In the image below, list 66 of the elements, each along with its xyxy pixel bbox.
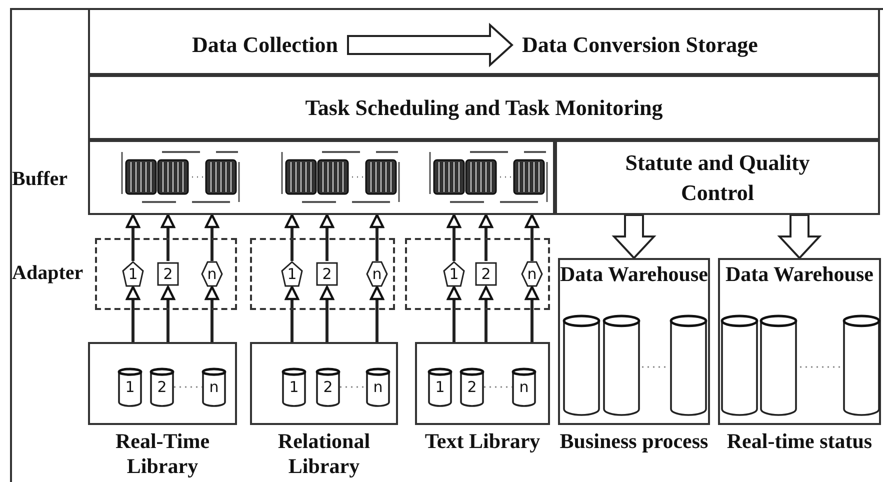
arrow — [126, 214, 140, 261]
arrow — [284, 286, 300, 342]
adapter-group-box — [405, 238, 550, 310]
database-cylinder: 1 — [428, 368, 452, 406]
row-label: Buffer — [12, 168, 68, 191]
layer-band — [88, 8, 880, 75]
library-title: Relational Library — [276, 429, 372, 479]
database-cylinder: n — [512, 368, 536, 406]
arrow — [160, 214, 176, 261]
warehouse-caption: Real-time status — [726, 429, 874, 454]
arrow — [160, 286, 176, 342]
adapter-symbol: 1 — [443, 261, 465, 287]
arrow — [478, 286, 494, 342]
database-cylinder — [563, 315, 600, 415]
database-cylinder: n — [202, 368, 226, 406]
stage-label: Data Conversion Storage — [512, 32, 768, 58]
arrow — [204, 214, 220, 261]
arrow — [370, 214, 384, 261]
database-cylinder — [843, 315, 880, 415]
adapter-symbol: 2 — [475, 261, 497, 287]
dotted-line — [340, 386, 366, 388]
adapter-symbol: 1 — [281, 261, 303, 287]
process-box: Statute and Quality Control — [555, 140, 880, 215]
warehouse-caption: Business process — [558, 429, 710, 454]
adapter-symbol: 2 — [157, 261, 179, 287]
adapter-symbol: n — [521, 261, 543, 287]
database-cylinder: 2 — [460, 368, 484, 406]
adapter-group-box — [95, 238, 237, 310]
database-cylinder: 2 — [150, 368, 174, 406]
database-cylinder: 1 — [282, 368, 306, 406]
arrow — [320, 214, 334, 261]
block-arrow — [777, 214, 822, 260]
database-cylinder — [721, 315, 758, 415]
arrow — [284, 214, 300, 261]
adapter-symbol: n — [366, 261, 388, 287]
arrow — [478, 214, 494, 261]
adapter-symbol: 1 — [122, 261, 144, 287]
database-cylinder: 1 — [118, 368, 142, 406]
dotted-line — [174, 386, 202, 388]
arrow — [204, 286, 220, 342]
block-arrow — [612, 214, 656, 260]
row-label: Adapter — [12, 262, 84, 285]
arrow — [524, 214, 540, 261]
dotted-line — [484, 386, 512, 388]
database-cylinder — [603, 315, 640, 415]
library-title: Real-Time Library — [114, 429, 211, 479]
buffer-box — [88, 140, 555, 215]
arrow — [126, 286, 140, 342]
database-cylinder — [760, 315, 797, 415]
arrow — [446, 286, 462, 342]
layer-band: Task Scheduling and Task Monitoring — [88, 75, 880, 140]
database-cylinder: 2 — [316, 368, 340, 406]
adapter-symbol: 2 — [316, 261, 338, 287]
database-cylinder: n — [366, 368, 390, 406]
block-arrow — [347, 22, 514, 68]
stage-label: Data Collection — [182, 32, 348, 58]
arrow — [446, 214, 462, 261]
adapter-symbol: n — [201, 261, 223, 287]
adapter-group-box — [250, 238, 395, 310]
arrow — [370, 286, 384, 342]
database-cylinder — [670, 315, 707, 415]
arrow — [320, 286, 334, 342]
library-title: Text Library — [424, 429, 542, 454]
arrow — [524, 286, 540, 342]
warehouse-title: Data Warehouse — [724, 262, 874, 287]
warehouse-title: Data Warehouse — [559, 262, 709, 287]
